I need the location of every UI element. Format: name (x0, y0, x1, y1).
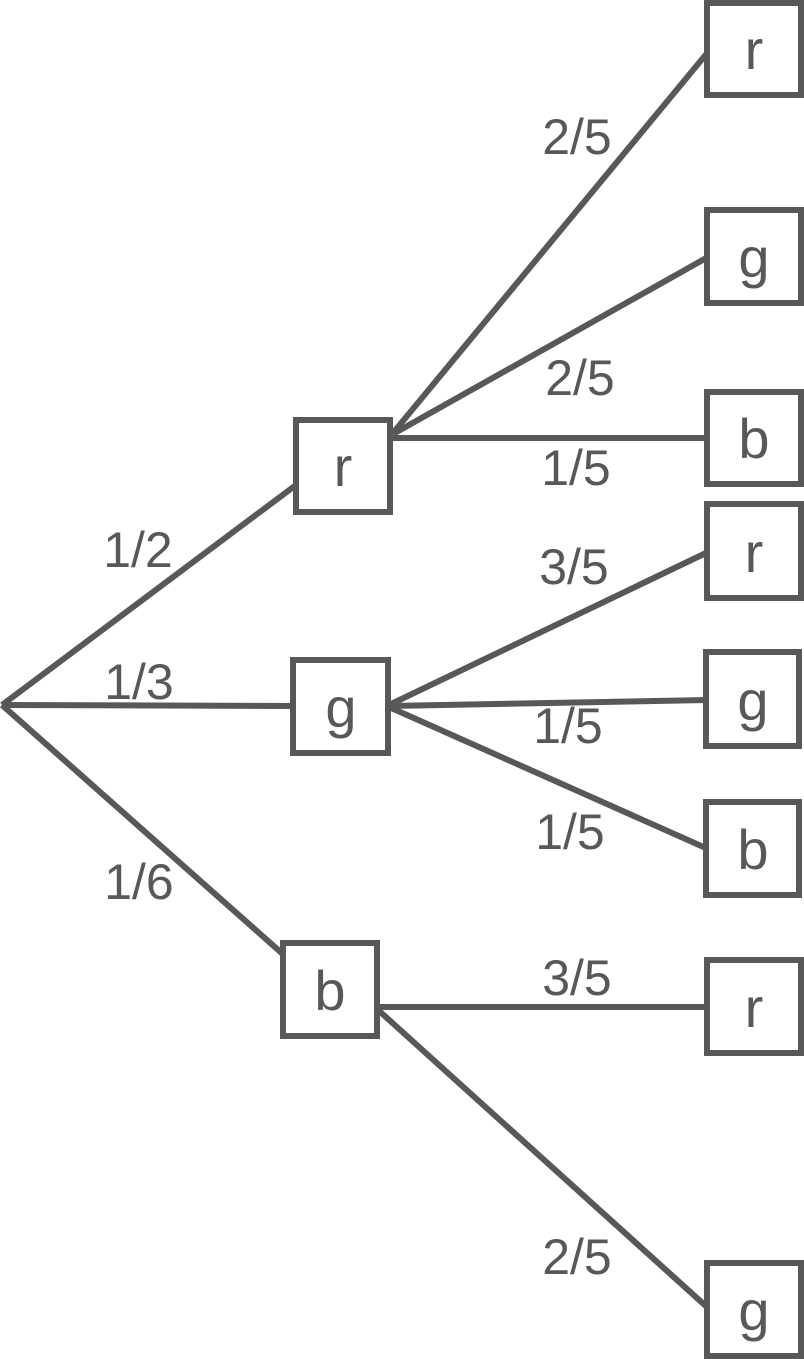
probability-label-r-g: 2/5 (545, 350, 615, 406)
node-level1-g-box (290, 657, 391, 756)
node-level1-b: b (280, 940, 380, 1039)
probability-label-g-b: 1/5 (535, 804, 605, 860)
node-b-child-r: r (704, 957, 804, 1056)
node-r-child-b-label: b (738, 407, 769, 470)
node-r-child-g-label: g (738, 226, 769, 289)
node-r-child-r-box (704, 0, 804, 98)
node-level1-b-box (280, 940, 380, 1039)
edge-root-to-b (0, 702, 287, 959)
probability-label-b-r: 3/5 (542, 950, 612, 1006)
probability-label-root-b: 1/6 (104, 854, 174, 910)
node-g-child-b-label: b (737, 818, 768, 881)
edge-root-to-r (0, 482, 298, 708)
node-r-child-b: b (704, 389, 804, 487)
node-g-child-r-label: r (745, 521, 764, 584)
node-level1-r-box (293, 417, 393, 515)
node-level1-r-label: r (334, 435, 353, 498)
probability-label-g-r: 3/5 (539, 539, 609, 595)
node-r-child-r: r (704, 0, 804, 98)
probability-label-r-b: 1/5 (541, 440, 611, 496)
probability-label-root-g: 1/3 (104, 654, 174, 710)
edge-b-to-bg (374, 1006, 711, 1311)
probability-label-b-g: 2/5 (542, 1229, 612, 1285)
node-level1-g-label: g (325, 676, 356, 739)
node-g-child-g: g (703, 649, 802, 749)
node-b-child-g: g (704, 1260, 804, 1359)
node-g-child-b-box (703, 799, 802, 898)
probability-label-root-r: 1/2 (103, 522, 173, 578)
edge-r-to-rg (391, 254, 710, 437)
node-level1-r: r (293, 417, 393, 515)
node-g-child-g-label: g (737, 669, 768, 732)
node-g-child-g-box (703, 649, 802, 749)
node-level1-b-label: b (314, 959, 345, 1022)
node-b-child-r-box (704, 957, 804, 1056)
probability-label-r-r: 2/5 (542, 109, 612, 165)
probability-label-g-g: 1/5 (533, 698, 603, 754)
edge-r-to-rr (390, 50, 711, 435)
node-level1-g: g (290, 657, 391, 756)
node-g-child-r: r (704, 501, 804, 601)
node-r-child-b-box (704, 389, 804, 487)
node-g-child-b: b (703, 799, 802, 898)
edge-g-to-gr (387, 549, 710, 708)
edge-g-to-gb (387, 704, 710, 852)
node-r-child-g: g (704, 207, 804, 306)
node-b-child-g-label: g (738, 1279, 769, 1342)
node-b-child-g-box (704, 1260, 804, 1359)
node-r-child-r-label: r (745, 18, 764, 81)
node-r-child-g-box (704, 207, 804, 306)
node-b-child-r-label: r (745, 976, 764, 1039)
edge-root-to-g (1, 702, 296, 709)
node-g-child-r-box (704, 501, 804, 601)
edge-g-to-gg (388, 697, 709, 709)
